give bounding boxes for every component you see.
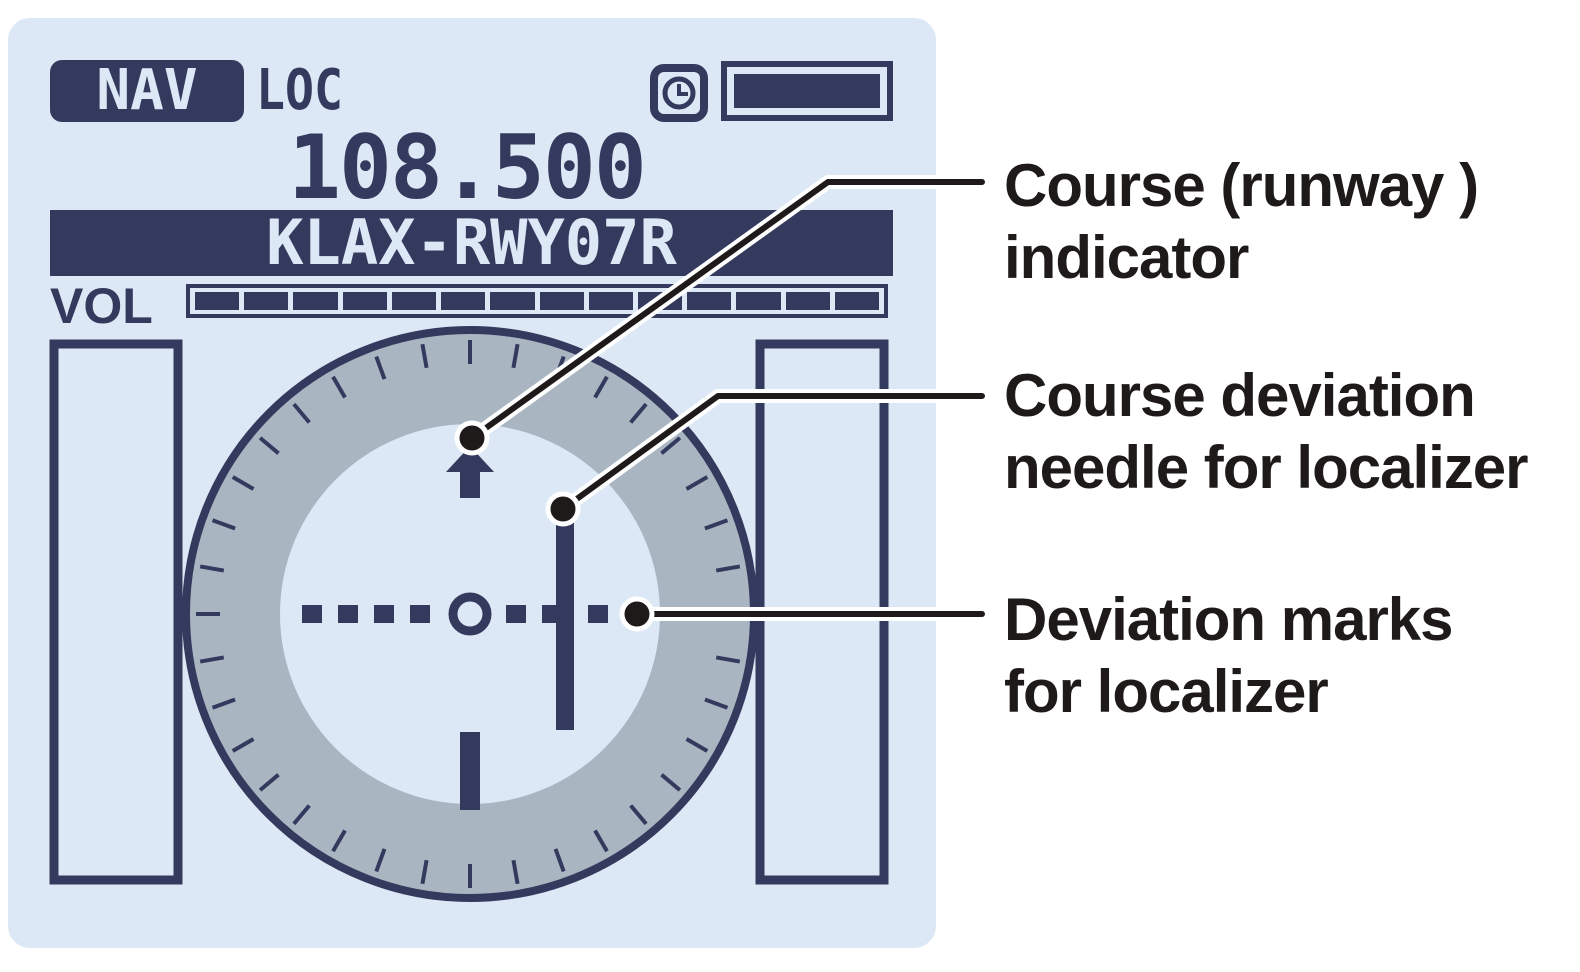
- compass-tick: [660, 436, 682, 455]
- deviation-mark: [374, 605, 394, 623]
- deviation-mark: [506, 605, 526, 623]
- course-deviation-needle: [556, 522, 574, 730]
- compass-tick: [511, 859, 520, 885]
- left-side-bar: [49, 339, 183, 885]
- compass-tick: [292, 804, 311, 826]
- compass-tick: [593, 375, 609, 399]
- volume-label: VOL: [50, 278, 153, 334]
- volume-segment: [834, 292, 880, 310]
- callout-dot-deviation-marks: [619, 596, 655, 632]
- volume-segment: [342, 292, 387, 310]
- volume-segment: [293, 292, 338, 310]
- deviation-mark: [338, 605, 358, 623]
- compass-tick: [685, 737, 709, 753]
- compass-ticks: [196, 340, 744, 888]
- course-indicator-arrow: [446, 446, 494, 498]
- callout-course-indicator: Course (runway ) indicator: [1004, 152, 1479, 291]
- compass-tick: [420, 343, 429, 369]
- volume-segment: [441, 292, 486, 310]
- compass-tick: [704, 697, 729, 710]
- compass-tick: [704, 518, 729, 531]
- deviation-mark: [410, 605, 430, 623]
- deviation-mark: [588, 605, 608, 623]
- volume-segment: [539, 292, 584, 310]
- mode-label: LOC: [256, 58, 343, 123]
- nav-badge: NAV: [50, 60, 244, 122]
- compass-tick: [199, 564, 225, 573]
- volume-segment: [588, 292, 633, 310]
- compass-tick: [374, 355, 387, 380]
- compass-tick: [211, 697, 236, 710]
- compass-tick: [685, 475, 709, 491]
- aircraft-center-mark: [448, 592, 492, 636]
- compass-tick: [660, 773, 682, 792]
- volume-meter: [186, 284, 888, 318]
- compass-tick: [715, 564, 741, 573]
- deviation-mark: [302, 605, 322, 623]
- compass-tick: [715, 655, 741, 664]
- compass-tick: [331, 375, 347, 399]
- clock-icon: [650, 64, 708, 122]
- compass-tick: [511, 343, 520, 369]
- compass-tick: [211, 518, 236, 531]
- volume-segment: [687, 292, 732, 310]
- frequency-readout: 108.500: [288, 116, 647, 219]
- volume-segment: [785, 292, 830, 310]
- volume-segment: [195, 292, 240, 310]
- volume-segment: [244, 292, 289, 310]
- compass-tick: [231, 737, 255, 753]
- callout-dot-deviation-needle: [545, 491, 581, 527]
- battery-icon: [721, 61, 893, 121]
- callout-deviation-needle: Course deviation needle for localizer: [1004, 362, 1529, 501]
- compass-tick: [292, 402, 311, 424]
- volume-segment: [391, 292, 437, 310]
- compass-tick: [258, 436, 280, 455]
- volume-segment: [490, 292, 535, 310]
- compass-tick: [258, 773, 280, 792]
- compass-tick: [231, 475, 255, 491]
- compass-tick: [420, 859, 429, 885]
- compass-tick: [593, 829, 609, 853]
- compass-tick: [374, 848, 387, 873]
- compass-tick: [199, 655, 225, 664]
- compass-tick: [553, 848, 566, 873]
- right-side-bar: [755, 339, 889, 885]
- callout-deviation-marks: Deviation marks for localizer: [1004, 586, 1454, 725]
- reciprocal-course-line: [460, 732, 480, 810]
- compass-tick: [629, 804, 648, 826]
- volume-segment: [736, 292, 781, 310]
- compass-tick: [331, 829, 347, 853]
- compass-tick: [629, 402, 648, 424]
- callout-dot-course-indicator: [454, 420, 490, 456]
